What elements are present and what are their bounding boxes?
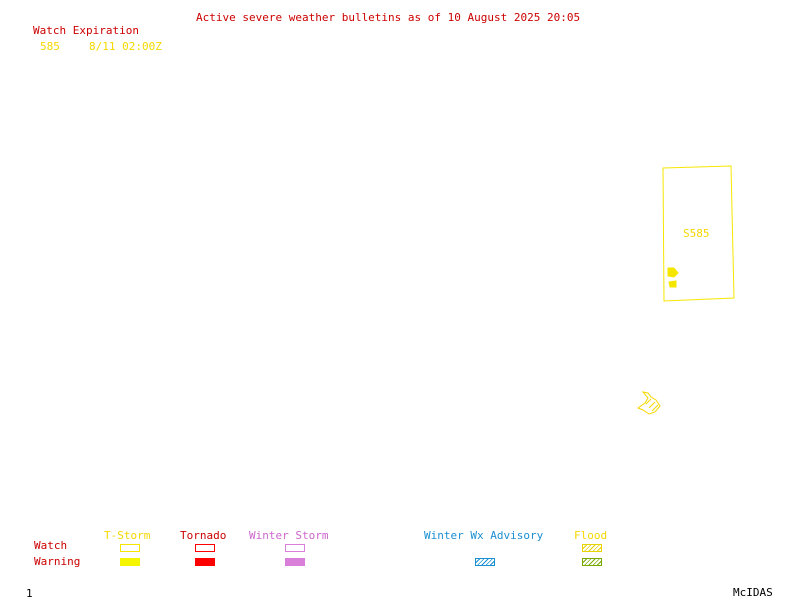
- legend-winter-storm-watch-swatch: [285, 544, 305, 552]
- watch-expiration-heading: Watch Expiration: [33, 24, 139, 37]
- legend-winter-storm-label: Winter Storm: [249, 529, 329, 542]
- legend-winter-wx-advisory-label: Winter Wx Advisory: [424, 529, 544, 542]
- legend-winter-wx-advisory-swatch: [475, 558, 495, 566]
- legend-flood-label: Flood: [574, 529, 608, 542]
- legend-warning-row-label: Warning: [34, 555, 81, 568]
- watch-polygon-s585[interactable]: [662, 165, 735, 302]
- warning-shape-2[interactable]: [668, 280, 677, 288]
- legend-winter-storm-warning-swatch: [285, 558, 305, 566]
- mcidas-brand: McIDAS: [733, 586, 773, 599]
- legend-tstorm-label: T-Storm: [104, 529, 151, 542]
- legend-flood-warning-swatch: [582, 558, 602, 566]
- watch-id: 585: [40, 40, 60, 53]
- legend-tornado-warning-swatch: [195, 558, 215, 566]
- warning-shape-1[interactable]: [667, 267, 679, 278]
- legend-watch-row-label: Watch: [34, 539, 68, 552]
- legend-tstorm-warning-swatch: [120, 558, 140, 566]
- legend-flood-watch-swatch: [582, 544, 602, 552]
- bulletin-title: Active severe weather bulletins as of 10…: [196, 11, 581, 24]
- storm-outline-shape[interactable]: [636, 391, 661, 415]
- legend-tornado-watch-swatch: [195, 544, 215, 552]
- legend-tstorm-watch-swatch: [120, 544, 140, 552]
- legend-tornado-label: Tornado: [180, 529, 227, 542]
- watch-expiration-time: 8/11 02:00Z: [89, 40, 162, 53]
- watch-label-s585: S585: [683, 227, 710, 240]
- frame-number: 1: [26, 587, 33, 600]
- storm-hatch-shape: [645, 398, 659, 412]
